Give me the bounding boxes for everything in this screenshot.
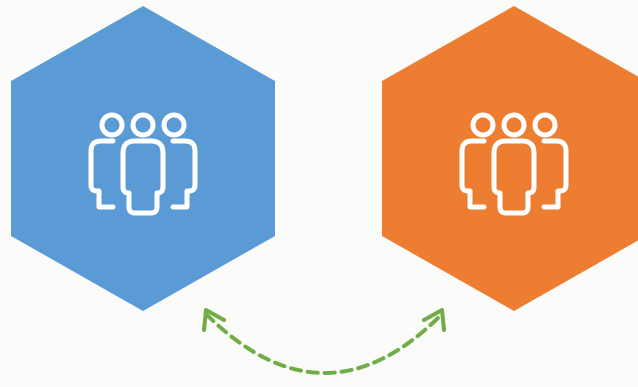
group-node-right	[382, 6, 638, 311]
connector-dashed-curve	[204, 312, 444, 375]
hexagon-shape-left	[11, 6, 275, 311]
hexagon-shape-right	[382, 6, 638, 311]
arrowhead-right-icon	[422, 308, 446, 332]
group-node-left	[11, 6, 275, 311]
bidirectional-connector	[202, 308, 446, 375]
arrowhead-left-icon	[202, 308, 226, 332]
